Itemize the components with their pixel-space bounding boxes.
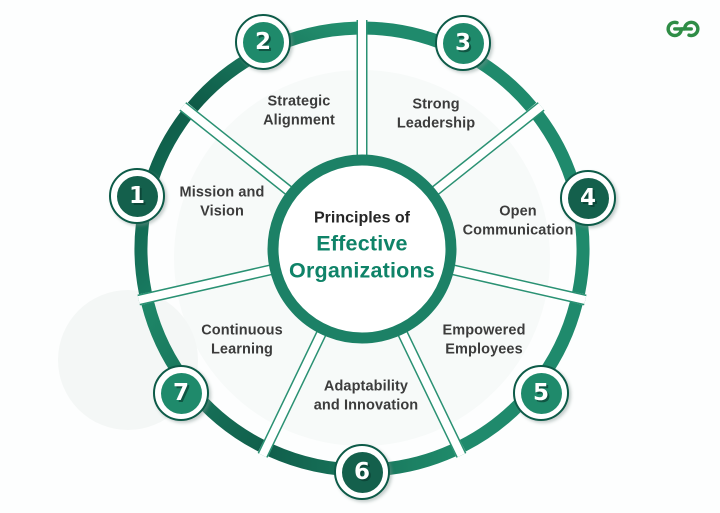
segment-label-strategic-alignment: Strategic Alignment xyxy=(263,93,335,129)
segment-label-adaptability-and-innovation: Adaptability and Innovation xyxy=(313,378,419,414)
segment-badge-5: 5 xyxy=(513,365,569,421)
segment-badge-3: 3 xyxy=(435,15,491,71)
segment-number-1: 1 xyxy=(116,175,158,217)
segment-badge-6: 6 xyxy=(334,444,390,500)
segment-number-4: 4 xyxy=(567,177,609,219)
segment-number-7: 7 xyxy=(160,372,202,414)
segment-label-open-communication: Open Communication xyxy=(462,203,574,239)
segment-label-strong-leadership: Strong Leadership xyxy=(396,96,476,132)
segment-badge-4: 4 xyxy=(560,170,616,226)
center-title: Principles of Effective Organizations xyxy=(267,210,457,285)
center-title-intro: Principles of xyxy=(313,209,411,227)
segment-label-empowered-employees: Empowered Employees xyxy=(442,322,526,358)
segment-number-2: 2 xyxy=(242,21,284,63)
segment-badge-7: 7 xyxy=(153,365,209,421)
segment-number-5: 5 xyxy=(520,372,562,414)
segment-badge-2: 2 xyxy=(235,14,291,70)
segment-number-6: 6 xyxy=(341,451,383,493)
segment-label-mission-and-vision: Mission and Vision xyxy=(179,184,265,220)
segment-number-3: 3 xyxy=(442,22,484,64)
center-title-line2: Organizations xyxy=(289,258,435,283)
segment-label-continuous-learning: Continuous Learning xyxy=(201,322,283,358)
center-circle xyxy=(267,154,457,344)
segment-badge-1: 1 xyxy=(109,168,165,224)
center-title-line1: Effective xyxy=(316,231,408,256)
divider-spoke-fills xyxy=(137,20,587,458)
geeksforgeeks-logo-icon xyxy=(666,20,700,38)
